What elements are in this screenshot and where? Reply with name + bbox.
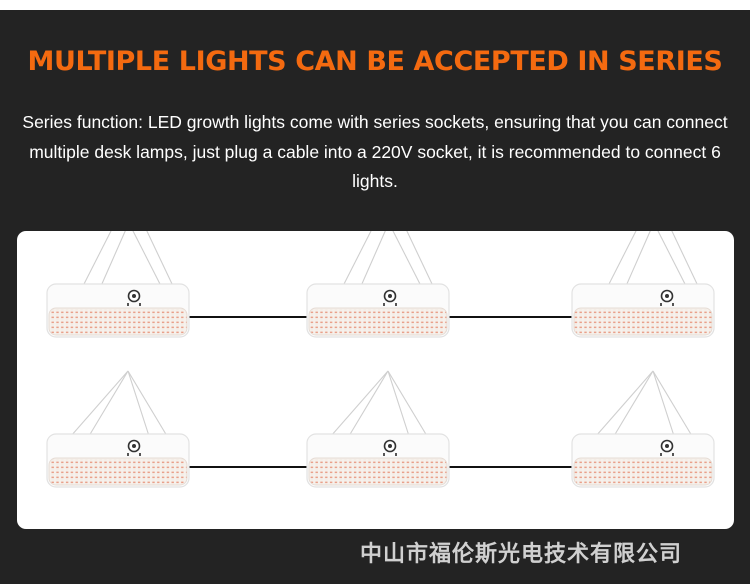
power-knob-icon — [127, 439, 141, 456]
led-grow-light-icon — [571, 370, 715, 488]
hanging-wire-icon — [330, 370, 428, 437]
hanging-wire-icon — [595, 370, 693, 437]
power-knob-icon — [127, 289, 141, 306]
hanging-wire-icon — [82, 231, 174, 287]
power-knob-icon — [383, 289, 397, 306]
power-knob-icon — [660, 439, 674, 456]
hanging-wire-icon — [70, 370, 168, 437]
led-grow-light-icon — [571, 231, 715, 338]
led-grow-light-icon — [46, 231, 190, 338]
headline: MULTIPLE LIGHTS CAN BE ACCEPTED IN SERIE… — [27, 46, 723, 77]
hanging-wire-icon — [607, 231, 699, 287]
power-knob-icon — [660, 289, 674, 306]
company-watermark: 中山市福伦斯光电技术有限公司 — [360, 541, 683, 566]
series-description: Series function: LED growth lights come … — [22, 112, 728, 191]
led-grow-light-icon — [46, 370, 190, 488]
series-lights-illustration — [46, 231, 715, 488]
hanging-wire-icon — [342, 231, 434, 287]
led-grow-light-icon — [306, 231, 450, 338]
power-knob-icon — [383, 439, 397, 456]
led-grow-light-icon — [306, 370, 450, 488]
series-illustration-card — [17, 231, 734, 529]
